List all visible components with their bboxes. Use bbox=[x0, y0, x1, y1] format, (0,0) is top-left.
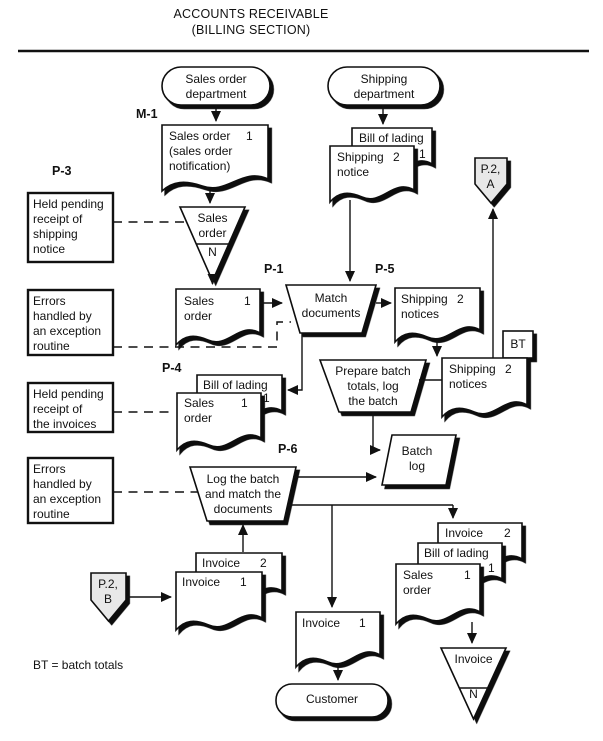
file-label-sales-order: Sales order bbox=[197, 211, 228, 240]
doc-label-sales-order-notification: Sales order (sales order notification) bbox=[169, 129, 233, 173]
doc-label-bill-of-lading-filed: Bill of lading bbox=[424, 546, 489, 560]
annotation-box-errors-1 bbox=[26, 288, 115, 357]
doc-copy-bill-of-lading-filed: 1 bbox=[488, 561, 495, 575]
doc-label-invoice-2-filed: Invoice bbox=[445, 526, 484, 540]
file-label-invoice: Invoice bbox=[454, 652, 493, 666]
doc-label-sales-order-filed: Sales order bbox=[403, 568, 434, 597]
ref-label-p1: P-1 bbox=[264, 262, 284, 276]
terminator-customer bbox=[275, 683, 389, 718]
doc-label-shipping-notices-out: Shipping notices bbox=[401, 292, 448, 321]
doc-label-shipping-notices-bt: Shipping notices bbox=[449, 362, 496, 391]
process-match-documents bbox=[284, 284, 378, 334]
doc-copy-invoice-to-customer: 1 bbox=[359, 616, 366, 630]
doc-label-bill-of-lading-in: Bill of lading bbox=[359, 131, 424, 145]
process-label-prepare-batch-totals: Prepare batch totals, log the batch bbox=[335, 364, 411, 408]
doc-label-bill-of-lading-held: Bill of lading bbox=[203, 378, 268, 392]
doc-label-invoice-2-in: Invoice bbox=[202, 556, 241, 570]
doc-copy-invoice-1-in: 1 bbox=[240, 575, 247, 589]
annotation-box-errors-2 bbox=[26, 456, 115, 525]
doc-label-invoice-to-customer: Invoice bbox=[302, 616, 341, 630]
ref-label-p4: P-4 bbox=[162, 361, 182, 375]
document-shipping-notices-out bbox=[394, 287, 481, 345]
file-invoice bbox=[439, 647, 508, 721]
doc-label-sales-order-matched: Sales order bbox=[184, 294, 215, 323]
tag-bt-box bbox=[502, 330, 534, 359]
process-prepare-batch-totals bbox=[318, 359, 428, 413]
doc-copy-bill-of-lading-in: 1 bbox=[419, 147, 426, 161]
doc-copy-bill-of-lading-held: 1 bbox=[263, 391, 270, 405]
document-sales-order-filed bbox=[395, 563, 481, 627]
annotation-held-invoices: Held pending receipt of the invoices bbox=[33, 387, 104, 431]
terminator-shipping-department bbox=[327, 66, 441, 106]
process-label-log-batch: Log the batch and match the documents bbox=[204, 472, 282, 516]
doc-copy-sales-order-filed: 1 bbox=[464, 568, 471, 582]
doc-label-sales-order-held: Sales order bbox=[184, 396, 215, 425]
datastore-label-batch-log: Batch log bbox=[401, 444, 433, 473]
document-sales-order-matched bbox=[175, 288, 261, 348]
terminator-label-sales-order-department: Sales order department bbox=[185, 72, 247, 101]
flow-preparebatch-to-batchlog bbox=[370, 412, 381, 455]
doc-label-invoice-1-in: Invoice bbox=[182, 575, 221, 589]
annotation-box-held-shipping-notice bbox=[26, 191, 115, 264]
terminator-label-shipping-department: Shipping department bbox=[353, 72, 415, 101]
offpage-label-p2a: P.2, A bbox=[480, 162, 501, 191]
dashed-errors-1 bbox=[113, 321, 291, 348]
doc-label-shipping-notice-in: Shipping notice bbox=[337, 150, 384, 179]
document-sales-order-notification bbox=[161, 124, 269, 193]
ref-label-p5: P-5 bbox=[375, 262, 395, 276]
document-invoice-1-in bbox=[175, 571, 263, 633]
datastore-batch-log bbox=[381, 434, 457, 486]
doc-copy-shipping-notices-bt: 2 bbox=[505, 362, 512, 376]
document-shipping-notices-bt bbox=[441, 357, 528, 420]
process-label-match-documents: Match documents bbox=[301, 291, 361, 320]
doc-copy-sales-order-held: 1 bbox=[241, 396, 248, 410]
ref-label-p6: P-6 bbox=[278, 442, 298, 456]
offpage-connector-p2b bbox=[90, 572, 127, 623]
ref-label-p3: P-3 bbox=[52, 164, 72, 178]
process-log-batch-match-documents bbox=[188, 466, 297, 522]
doc-copy-shipping-notice-in: 2 bbox=[393, 150, 400, 164]
annotation-errors-1: Errors handled by an exception routine bbox=[33, 294, 102, 353]
page-title: ACCOUNTS RECEIVABLE (BILLING SECTION) bbox=[173, 7, 329, 37]
legend-bt: BT = batch totals bbox=[33, 658, 124, 672]
ref-label-m1: M-1 bbox=[136, 107, 158, 121]
terminator-label-customer: Customer bbox=[305, 692, 358, 706]
document-shipping-notice-in bbox=[329, 145, 415, 205]
doc-copy-shipping-notices-out: 2 bbox=[457, 292, 464, 306]
file-index-invoice: N bbox=[469, 687, 478, 701]
annotation-errors-2: Errors handled by an exception routine bbox=[33, 462, 102, 521]
tag-bt: BT bbox=[510, 337, 526, 351]
flow-match-to-heldstack bbox=[287, 333, 303, 395]
doc-copy-invoice-2-filed: 2 bbox=[504, 526, 511, 540]
doc-copy-sales-order-notification: 1 bbox=[246, 129, 253, 143]
file-index-sales-order: N bbox=[208, 245, 217, 259]
offpage-connector-p2a bbox=[474, 157, 508, 205]
annotation-box-held-invoices bbox=[26, 381, 115, 434]
doc-copy-sales-order-matched: 1 bbox=[244, 294, 251, 308]
document-invoice-to-customer bbox=[295, 611, 381, 670]
document-sales-order-held bbox=[176, 392, 262, 453]
doc-copy-invoice-2-in: 2 bbox=[260, 556, 267, 570]
annotation-held-shipping-notice: Held pending receipt of shipping notice bbox=[33, 197, 104, 256]
offpage-label-p2b: P.2, B bbox=[98, 577, 118, 606]
